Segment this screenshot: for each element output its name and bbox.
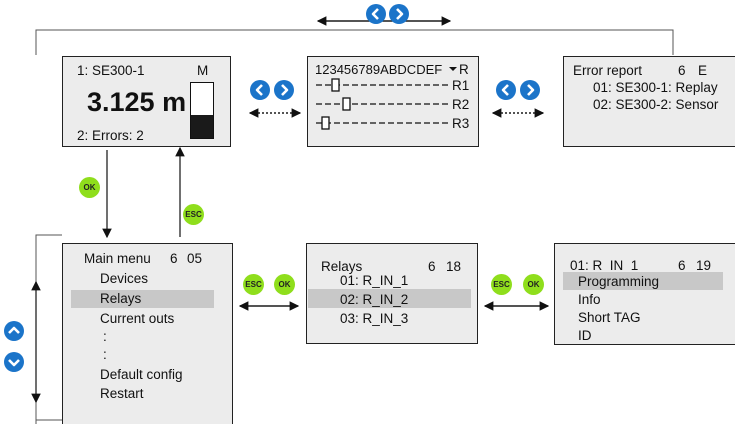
menu-item-programming[interactable]: Programming [578,274,660,289]
relays-menu-title: Relays [321,259,363,274]
menu-item-id[interactable]: ID [578,328,592,343]
level-gauge-fill [191,114,213,138]
menu-item-separator: : [103,347,107,362]
error-report-count: 6 [678,63,686,78]
relay-header-r: R [459,62,469,77]
error-report-panel: Error report 6 E 01: SE300-1: Replay 02:… [563,56,735,147]
relay-status-panel: 123456789ABDCDEF R R1 R2 R3 [307,56,479,147]
right-button[interactable] [274,80,294,100]
chevron-left-icon [501,84,509,96]
relay-input-num2: 19 [696,258,712,273]
measurement-value: 3.125 m [87,87,187,117]
up-button[interactable] [4,321,24,341]
ok-button[interactable]: OK [79,177,100,198]
menu-item-separator: : [103,329,107,344]
menu-item-default-config[interactable]: Default config [100,367,183,382]
error-item: 01: SE300-1: Replay [593,80,718,95]
menu-item-current-outs[interactable]: Current outs [100,311,175,326]
relay-item-1[interactable]: 01: R_IN_1 [340,273,409,288]
relay-bars [316,78,448,130]
esc-button[interactable]: ESC [491,274,512,295]
chevron-right-icon [396,8,404,20]
main-menu-title: Main menu [84,251,151,266]
errors-label: 2: Errors: 2 [77,128,144,143]
main-menu-num2: 05 [187,251,203,266]
menu-item-relays[interactable]: Relays [100,291,142,306]
relay-item-2[interactable]: 02: R_IN_2 [340,292,409,307]
left-button[interactable] [496,80,516,100]
unit-label: 1: SE300-1 [77,63,145,78]
chevron-down-icon [8,359,20,367]
menu-selection-highlight [71,290,214,308]
main-menu-panel: Main menu 6 05 Devices Relays Current ou… [62,243,233,424]
relays-menu-num2: 18 [446,259,462,274]
relays-menu-num1: 6 [428,259,436,274]
menu-selection-highlight [563,272,723,290]
chevron-left-icon [255,84,263,96]
menu-item-devices[interactable]: Devices [100,271,149,286]
main-menu-num1: 6 [170,251,178,266]
relay-input-title: 01: R_IN_1 [570,258,639,273]
menu-item-short-tag[interactable]: Short TAG [578,310,641,325]
esc-button[interactable]: ESC [183,204,204,225]
chevron-up-icon [8,326,20,334]
error-report-letter: E [698,63,708,78]
relay-input-num1: 6 [678,258,686,273]
ok-button[interactable]: OK [523,274,544,295]
right-button[interactable] [520,80,540,100]
relay-item-3[interactable]: 03: R_IN_3 [340,311,409,326]
menu-item-info[interactable]: Info [578,292,601,307]
chevron-right-icon [527,84,535,96]
measurement-display-panel: 1: SE300-1 M 3.125 m 2: Errors: 2 [62,56,231,147]
chevron-left-icon [371,8,379,20]
chevron-right-icon [281,84,289,96]
relay-input-menu-panel: 01: R_IN_1 6 19 Programming Info Short T… [554,243,735,345]
relay-row-r1: R1 [452,78,470,93]
relays-menu-panel: Relays 6 18 01: R_IN_1 02: R_IN_2 03: R_… [306,243,478,344]
menu-item-restart[interactable]: Restart [100,386,144,401]
mode-label: M [197,63,209,78]
error-item: 02: SE300-2: Sensor [593,97,719,112]
esc-button[interactable]: ESC [243,274,264,295]
level-gauge [190,82,214,139]
down-button[interactable] [4,352,24,372]
relay-row-r3: R3 [452,116,470,131]
left-button[interactable] [366,4,386,24]
relay-header: 123456789ABDCDEF [315,62,443,77]
error-report-title: Error report [573,63,643,78]
right-button[interactable] [389,4,409,24]
chevron-down-icon [449,67,457,71]
menu-selection-highlight [308,289,471,308]
relay-row-r2: R2 [452,97,470,112]
left-button[interactable] [250,80,270,100]
ok-button[interactable]: OK [274,274,295,295]
